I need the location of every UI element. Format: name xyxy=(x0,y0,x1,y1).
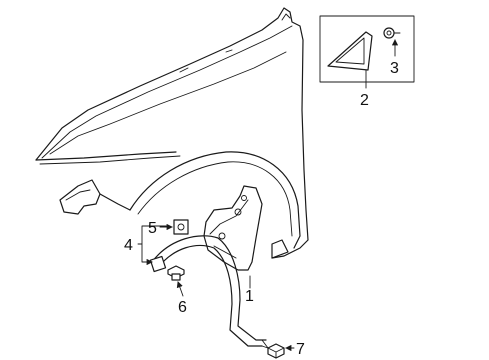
fastener-icon xyxy=(267,343,285,359)
callout-4: 4 xyxy=(124,237,133,254)
leader-6 xyxy=(176,281,184,297)
callout-5: 5 xyxy=(148,220,157,237)
corner-trim-kit-inset xyxy=(319,15,415,83)
fender-liner-icon xyxy=(203,185,263,271)
front-fender xyxy=(35,7,309,259)
leader-4 xyxy=(137,225,169,262)
push-clip-icon xyxy=(383,27,401,39)
nut-clip-icon xyxy=(173,219,189,235)
callout-3: 3 xyxy=(390,60,399,77)
callout-6: 6 xyxy=(178,299,187,316)
screw-icon xyxy=(167,265,185,281)
callout-2: 2 xyxy=(360,92,369,109)
callout-1: 1 xyxy=(245,288,254,305)
callout-7: 7 xyxy=(296,341,305,358)
